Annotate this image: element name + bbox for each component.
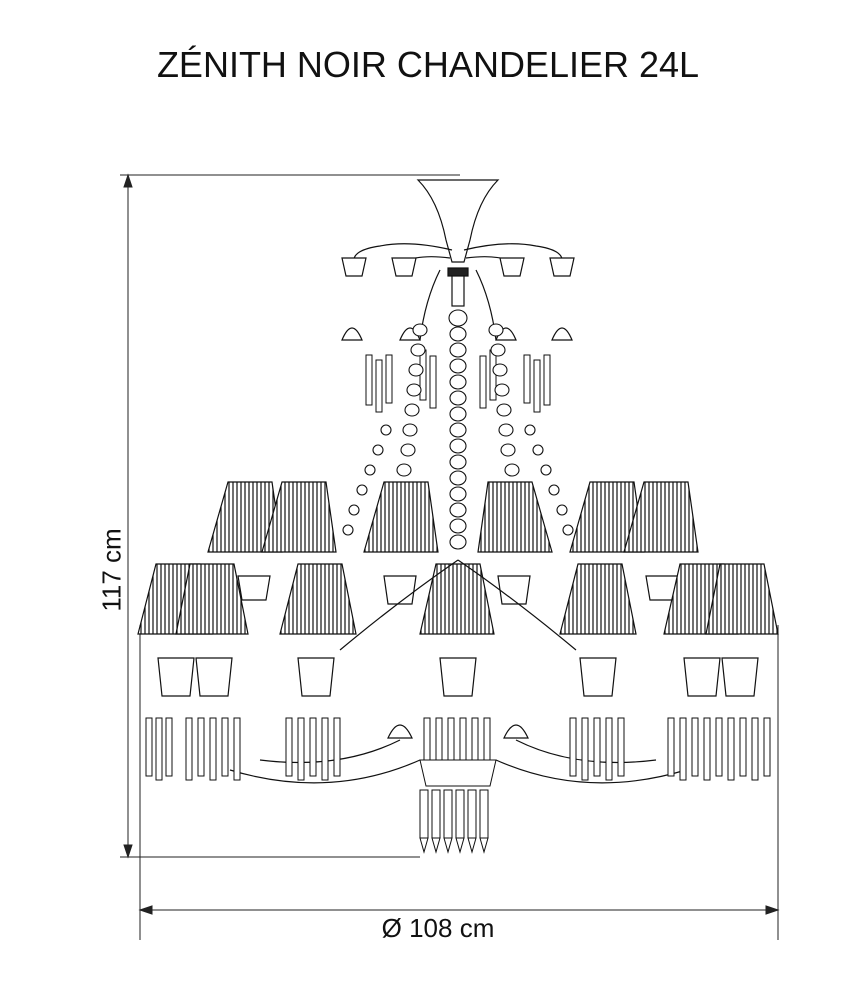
bead-chains bbox=[342, 309, 574, 550]
lower-pendants bbox=[145, 717, 771, 781]
upper-cups bbox=[341, 257, 575, 277]
height-dimension bbox=[120, 173, 460, 859]
diameter-dimension bbox=[138, 625, 780, 940]
chandelier-canopy bbox=[416, 179, 500, 307]
page-title: ZÉNITH NOIR CHANDELIER 24L bbox=[156, 44, 700, 85]
bottom-finial bbox=[419, 759, 497, 854]
front-row-cups bbox=[157, 657, 759, 697]
height-label: 117 cm bbox=[96, 528, 127, 612]
lower-bells bbox=[387, 724, 529, 739]
back-row-cups bbox=[237, 575, 679, 605]
lower-arms bbox=[229, 559, 687, 784]
diameter-label: Ø 108 cm bbox=[381, 913, 495, 943]
front-row-shades bbox=[137, 563, 779, 635]
back-row-shades bbox=[207, 481, 699, 553]
